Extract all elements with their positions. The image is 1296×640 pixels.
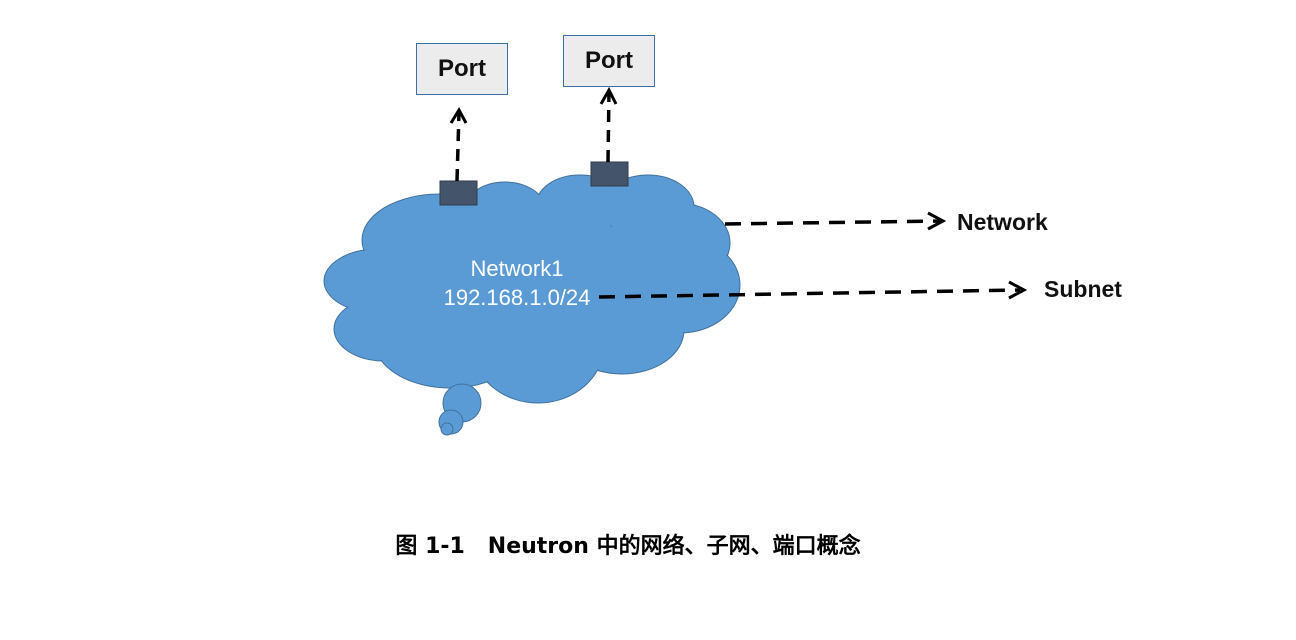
subnet-callout-label: Subnet: [1044, 276, 1122, 302]
network-arrow: [724, 211, 947, 231]
bubble-small: [440, 422, 454, 436]
port-label-1: Port: [438, 55, 486, 82]
network-name: Network1: [470, 256, 564, 281]
network-callout-label: Network: [957, 209, 1048, 235]
port-box-1: Port: [416, 43, 508, 95]
port-arrow-1: [449, 106, 468, 182]
port-connector-1: [439, 180, 478, 206]
port-connector-2: [590, 161, 629, 187]
network-cidr: 192.168.1.0/24: [443, 285, 591, 310]
port-arrow-2: [599, 86, 618, 163]
port-box-2: Port: [563, 35, 655, 87]
figure-caption: 图 1-1 Neutron 中的网络、子网、端口概念: [395, 534, 861, 559]
port-label-2: Port: [585, 47, 633, 74]
network-cloud: [323, 174, 741, 436]
subnet-arrow: [598, 280, 1028, 300]
